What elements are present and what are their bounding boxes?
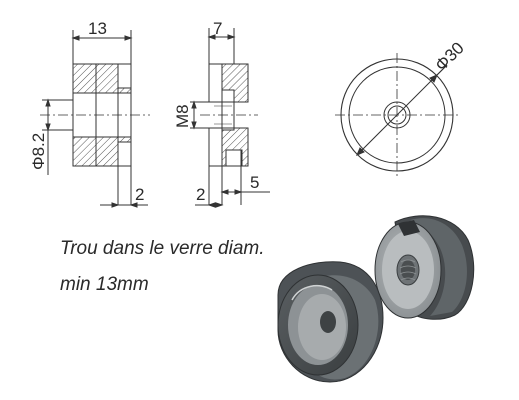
dim-outer-diameter: Φ30 <box>431 38 467 74</box>
dim-left-diameter: Φ8.2 <box>29 133 48 170</box>
ring-part-3d <box>277 261 384 383</box>
note-line-2: min 13mm <box>60 274 149 295</box>
dim-middle-width: 7 <box>213 19 222 38</box>
dim-middle-thread: M8 <box>173 104 192 128</box>
note-line-1: Trou dans le verre diam. <box>60 238 265 259</box>
left-section-view <box>40 30 150 208</box>
dim-left-width: 13 <box>88 19 107 38</box>
middle-section-view <box>190 28 270 208</box>
dim-middle-gap: 2 <box>196 185 205 204</box>
threaded-disc-3d <box>374 215 475 320</box>
dim-middle-step: 5 <box>250 173 259 192</box>
dim-left-gap: 2 <box>135 185 144 204</box>
front-view <box>335 53 459 177</box>
